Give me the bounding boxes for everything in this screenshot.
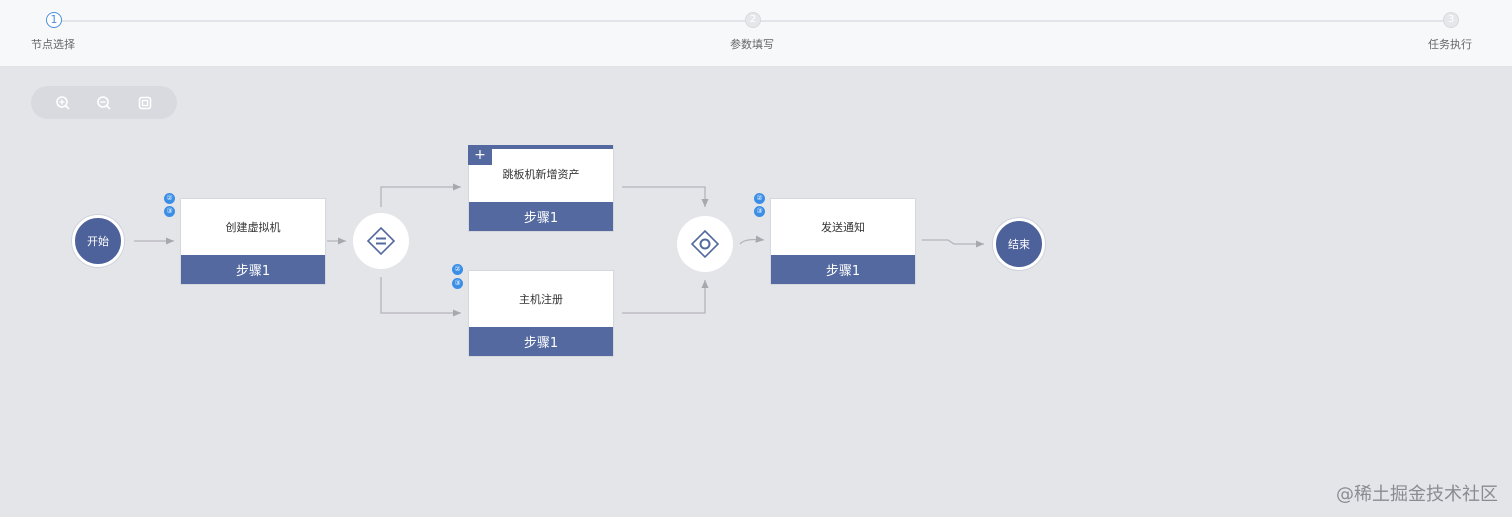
task-bastion-add-asset[interactable]: + 跳板机新增资产 步骤1 (468, 145, 614, 232)
task-badge-b: ③ (164, 206, 175, 217)
step-3-label: 任务执行 (1428, 38, 1472, 51)
fit-screen-icon (138, 96, 151, 109)
task-step-label: 步骤1 (469, 202, 613, 231)
task-badge-a: ② (754, 193, 765, 204)
edge-bastion-merge (622, 186, 709, 207)
step-3-indicator[interactable]: 3 (1443, 12, 1459, 28)
task-title: 创建虚拟机 (225, 221, 281, 234)
edge-gateway-bastion (380, 183, 461, 207)
task-title: 发送通知 (821, 221, 865, 234)
inclusive-gateway-icon (690, 229, 720, 259)
task-title: 主机注册 (519, 293, 563, 306)
edge-notify-end (922, 239, 984, 248)
split-gateway[interactable] (353, 213, 409, 269)
watermark: @稀土掘金技术社区 (1336, 484, 1498, 505)
step-1-label: 节点选择 (31, 38, 75, 51)
task-create-vm[interactable]: 创建虚拟机 步骤1 (180, 198, 326, 285)
task-host-register[interactable]: 主机注册 步骤1 (468, 270, 614, 357)
task-top-bar (469, 145, 613, 149)
zoom-in-button[interactable] (52, 92, 74, 114)
step-2-label: 参数填写 (730, 38, 774, 51)
task-title: 跳板机新增资产 (502, 168, 580, 181)
zoom-out-button[interactable] (93, 92, 115, 114)
task-send-notification[interactable]: 发送通知 步骤1 (770, 198, 916, 285)
step-progress-bar: 1 节点选择 2 参数填写 3 任务执行 (0, 0, 1512, 67)
task-badge-b: ③ (754, 206, 765, 217)
edge-merge-notify (739, 235, 765, 245)
start-node-label: 开始 (87, 235, 109, 248)
merge-gateway[interactable] (677, 216, 733, 272)
start-node[interactable]: 开始 (72, 215, 124, 267)
task-step-label: 步骤1 (771, 255, 915, 284)
add-icon[interactable]: + (468, 145, 492, 165)
end-node[interactable]: 结束 (993, 218, 1045, 270)
step-2-indicator[interactable]: 2 (745, 12, 761, 28)
equal-gateway-icon (366, 226, 396, 256)
edge-gateway-host (380, 277, 461, 317)
step-1-indicator[interactable]: 1 (46, 12, 62, 28)
task-badge-a: ② (452, 264, 463, 275)
end-node-label: 结束 (1008, 238, 1030, 251)
zoom-toolbar (31, 86, 177, 119)
task-step-label: 步骤1 (469, 327, 613, 356)
edge-host-merge (622, 280, 709, 314)
task-badge-a: ② (164, 193, 175, 204)
fit-screen-button[interactable] (134, 92, 156, 114)
task-badge-b: ③ (452, 278, 463, 289)
zoom-in-icon (56, 95, 70, 110)
zoom-out-icon (97, 95, 111, 110)
task-step-label: 步骤1 (181, 255, 325, 284)
